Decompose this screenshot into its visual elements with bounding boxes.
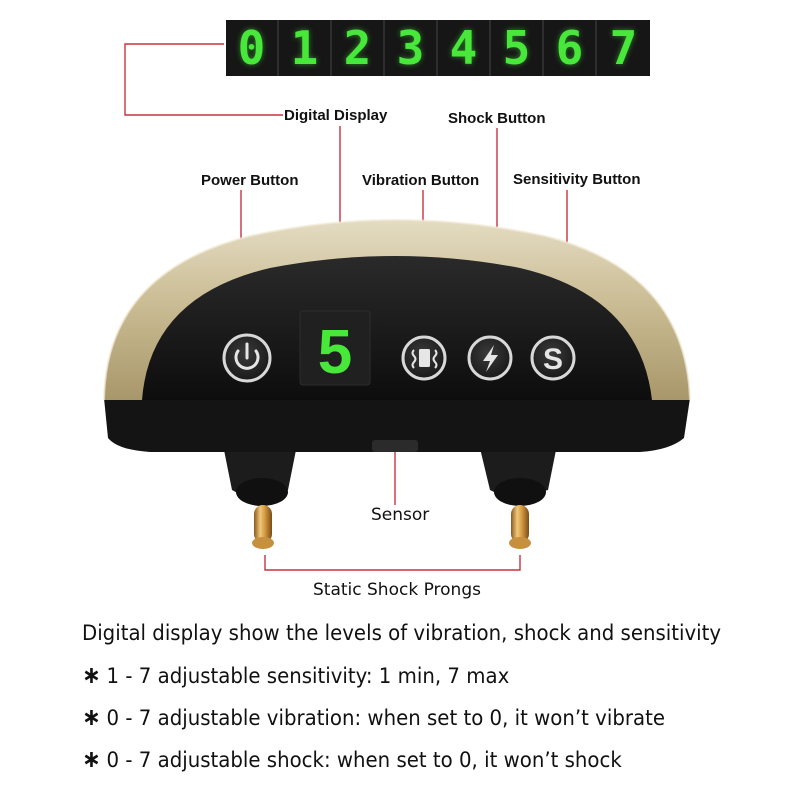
sensitivity-s-icon: S	[543, 343, 563, 376]
note-item: ∗0 - 7 adjustable vibration: when set to…	[82, 696, 740, 738]
prong-left	[222, 440, 298, 549]
power-button[interactable]	[222, 333, 272, 383]
label-digital-display: Digital Display	[284, 107, 388, 124]
label-sensitivity-button: Sensitivity Button	[513, 171, 641, 188]
bullet-star-icon: ∗	[82, 661, 101, 689]
note-text-sensitivity: 1 - 7 adjustable sensitivity: 1 min, 7 m…	[106, 664, 510, 688]
vibration-icon	[411, 349, 438, 369]
label-sensor: Sensor	[371, 505, 430, 525]
device-display-window	[299, 310, 371, 386]
display-digit-cell: 3	[385, 20, 438, 76]
callout-line-digital-display	[124, 43, 283, 116]
label-static-shock-prongs: Static Shock Prongs	[313, 580, 481, 600]
note-text-shock: 0 - 7 adjustable shock: when set to 0, i…	[106, 748, 622, 772]
power-icon	[234, 342, 260, 370]
shock-button[interactable]	[467, 335, 513, 381]
lightning-icon	[483, 345, 498, 372]
callout-line-prongs	[264, 555, 521, 571]
label-vibration-button: Vibration Button	[362, 172, 480, 189]
display-digit-cell: 2	[332, 20, 385, 76]
note-item: ∗1 - 7 adjustable sensitivity: 1 min, 7 …	[82, 654, 740, 696]
device-base	[104, 398, 690, 452]
display-digit-cell: 4	[438, 20, 491, 76]
display-digit-cell: 5	[491, 20, 544, 76]
bullet-star-icon: ∗	[82, 703, 101, 731]
notes-intro: Digital display show the levels of vibra…	[82, 621, 722, 645]
device-display-digit: 5	[318, 318, 352, 387]
vibration-button[interactable]	[401, 335, 447, 381]
sensor-window	[372, 440, 418, 452]
display-digit-cell: 1	[279, 20, 332, 76]
display-digit-cell: 0	[226, 20, 279, 76]
bullet-star-icon: ∗	[82, 745, 101, 773]
note-text-vibration: 0 - 7 adjustable vibration: when set to …	[106, 706, 665, 730]
label-power-button: Power Button	[201, 172, 299, 189]
label-shock-button: Shock Button	[448, 110, 546, 127]
note-item: ∗0 - 7 adjustable shock: when set to 0, …	[82, 738, 740, 780]
sensitivity-button[interactable]: S	[530, 335, 576, 381]
display-digit-cell: 6	[544, 20, 597, 76]
display-digit-cell: 7	[597, 20, 650, 76]
prong-right	[478, 440, 558, 549]
feature-notes: Digital display show the levels of vibra…	[82, 612, 782, 780]
